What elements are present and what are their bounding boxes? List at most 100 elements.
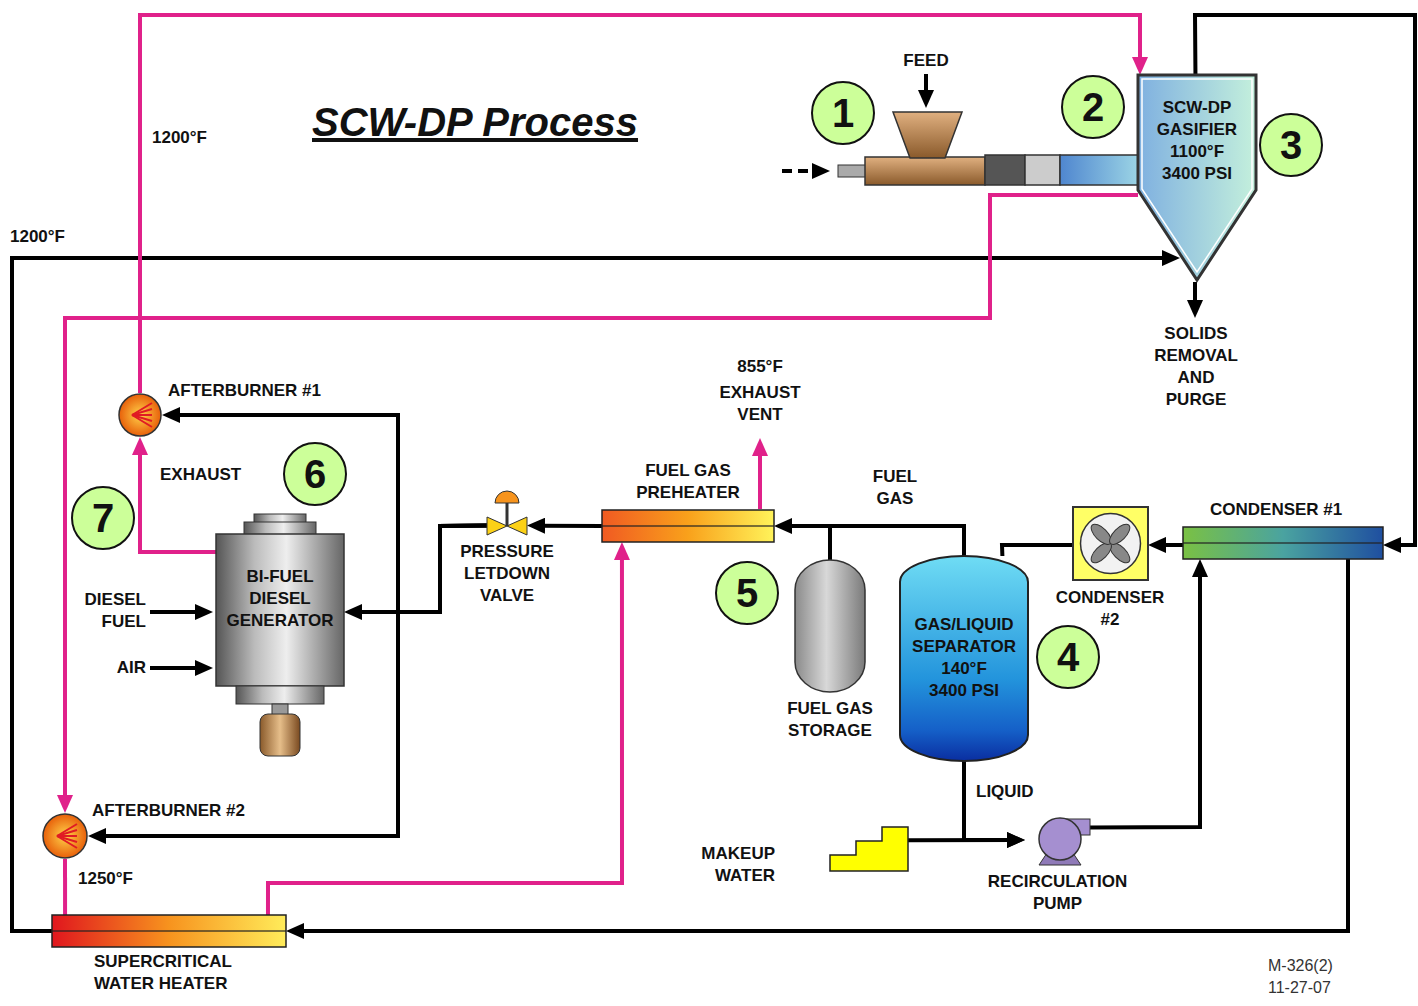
valve-body xyxy=(507,517,527,535)
component-label: 3400 PSI xyxy=(904,680,1024,702)
annotation: 1250°F xyxy=(78,868,133,890)
callout-number: 7 xyxy=(71,486,135,550)
condenser-exchanger: CONDENSER #1 xyxy=(1183,527,1383,559)
extruder-barrel xyxy=(865,157,985,185)
exchanger-body xyxy=(602,510,774,542)
burner-flame xyxy=(132,403,152,415)
extruder-piston xyxy=(1025,155,1060,185)
alternator xyxy=(260,714,300,756)
exchanger-tube xyxy=(52,930,286,932)
burner-flame xyxy=(57,836,77,848)
separator-vessel-shape xyxy=(900,556,1028,761)
makeup-water-tank-shape xyxy=(830,827,908,871)
component-label: GAS/LIQUID SEPARATOR xyxy=(904,614,1024,658)
annotation: EXHAUST xyxy=(160,464,241,486)
burner-body xyxy=(43,814,87,858)
exchanger-body xyxy=(1183,527,1383,559)
vessel-text: BI-FUEL DIESEL GENERATOR xyxy=(216,514,344,632)
preheater-exchanger: FUEL GAS PREHEATER xyxy=(602,510,774,542)
component-label: BI-FUEL DIESEL GENERATOR xyxy=(220,566,340,632)
component-label: MAKEUP WATER xyxy=(690,843,775,887)
annotation: SOLIDS REMOVAL AND PURGE xyxy=(1150,323,1242,411)
vessel-text: SCW-DP GASIFIER1100°F3400 PSI xyxy=(1138,75,1256,185)
hot-gas-line xyxy=(140,445,216,552)
storage-tank: FUEL GAS STORAGE xyxy=(795,560,865,692)
condenser-fan-shape xyxy=(1073,507,1148,580)
extruder-shaft xyxy=(838,165,866,177)
component-label: SUPERCRITICAL WATER HEATER xyxy=(94,951,259,995)
condenser-exchanger-shape xyxy=(1183,527,1383,559)
callout-number: 4 xyxy=(1036,625,1100,689)
afterburner-shape xyxy=(118,393,162,437)
hot-gas-line xyxy=(63,859,67,915)
component-label: FUEL GAS STORAGE xyxy=(770,698,890,742)
condenser-fan: CONDENSER #2 xyxy=(1073,507,1148,580)
annotation: EXHAUST VENT xyxy=(710,382,810,426)
annotation: DIESEL FUEL xyxy=(72,589,146,633)
fan-blade xyxy=(1106,521,1133,548)
process-line xyxy=(1002,545,1073,556)
diagram-title: SCW-DP Process xyxy=(312,100,638,145)
burner-flame xyxy=(57,830,77,836)
preheater-exchanger-shape xyxy=(602,510,774,542)
callout-number: 1 xyxy=(811,81,875,145)
recirculation-pump: RECIRCULATION PUMP xyxy=(1025,815,1090,865)
component-label: 140°F xyxy=(904,658,1024,680)
vessel-outline xyxy=(1138,75,1256,280)
process-line xyxy=(535,524,602,528)
component-label: CONDENSER #1 xyxy=(1210,499,1342,521)
burner-body xyxy=(119,394,161,436)
burner-flame xyxy=(132,409,152,415)
gasifier-inlet-tube xyxy=(1060,155,1142,185)
recirculation-pump-shape xyxy=(1025,815,1090,865)
vessel-text: GAS/LIQUID SEPARATOR140°F3400 PSI xyxy=(900,556,1028,702)
afterburner: AFTERBURNER #2 xyxy=(42,813,88,859)
makeup-tank xyxy=(830,827,908,871)
water-heater: SUPERCRITICAL WATER HEATER xyxy=(52,915,286,947)
makeup-water-tank: MAKEUP WATER xyxy=(830,827,908,871)
hot-gas-line xyxy=(65,195,1138,805)
annotation: AIR xyxy=(72,657,146,679)
process-line xyxy=(96,526,487,836)
air-arrow xyxy=(150,666,205,670)
burner-flame xyxy=(132,415,152,427)
annotation: 1200°F xyxy=(152,127,207,149)
process-line xyxy=(908,838,1017,842)
letdown-valve: PRESSURE LETDOWN VALVE xyxy=(487,488,527,535)
gasifier-vessel: SCW-DP GASIFIER1100°F3400 PSI xyxy=(1138,75,1256,280)
afterburner-shape xyxy=(42,813,88,859)
solids-arrow xyxy=(1193,282,1197,310)
annotation: 1200°F xyxy=(10,226,65,248)
callout-number: 6 xyxy=(283,442,347,506)
valve-actuator xyxy=(495,491,519,503)
generator-body xyxy=(216,534,344,686)
vessel-outline xyxy=(900,556,1028,761)
component-label: PRESSURE LETDOWN VALVE xyxy=(452,541,562,607)
stream-label: FUEL GAS xyxy=(865,466,925,510)
separator-vessel: GAS/LIQUID SEPARATOR140°F3400 PSI xyxy=(900,556,1028,761)
process-line xyxy=(294,559,1348,931)
drawing-number: 11-27-07 xyxy=(1268,977,1331,999)
callout-number: 5 xyxy=(715,561,779,625)
fan-housing xyxy=(1073,507,1148,580)
component-label: SCW-DP GASIFIER xyxy=(1142,97,1252,141)
component-label: 3400 PSI xyxy=(1142,163,1252,185)
tank-outline xyxy=(795,560,865,692)
annotation: 855°F xyxy=(710,356,810,378)
pump-casing xyxy=(1039,818,1081,860)
diesel-generator-shape xyxy=(216,514,344,756)
process-line xyxy=(782,526,964,556)
component-label: AFTERBURNER #2 xyxy=(92,800,245,822)
vessel-inner-outline xyxy=(1142,79,1252,272)
letdown-valve-shape xyxy=(487,488,527,535)
process-line xyxy=(830,526,964,560)
afterburner: AFTERBURNER #1 xyxy=(118,393,162,437)
process-line xyxy=(12,258,1172,931)
annotation: LIQUID xyxy=(976,781,1034,803)
exhaust-vent-arrow xyxy=(758,446,762,509)
diesel-generator: BI-FUEL DIESEL GENERATOR xyxy=(216,514,344,756)
feed-hopper xyxy=(893,112,962,158)
drawing-number: M-326(2) xyxy=(1268,955,1333,977)
valve-body xyxy=(487,517,507,535)
component-label: 1100°F xyxy=(1142,141,1252,163)
